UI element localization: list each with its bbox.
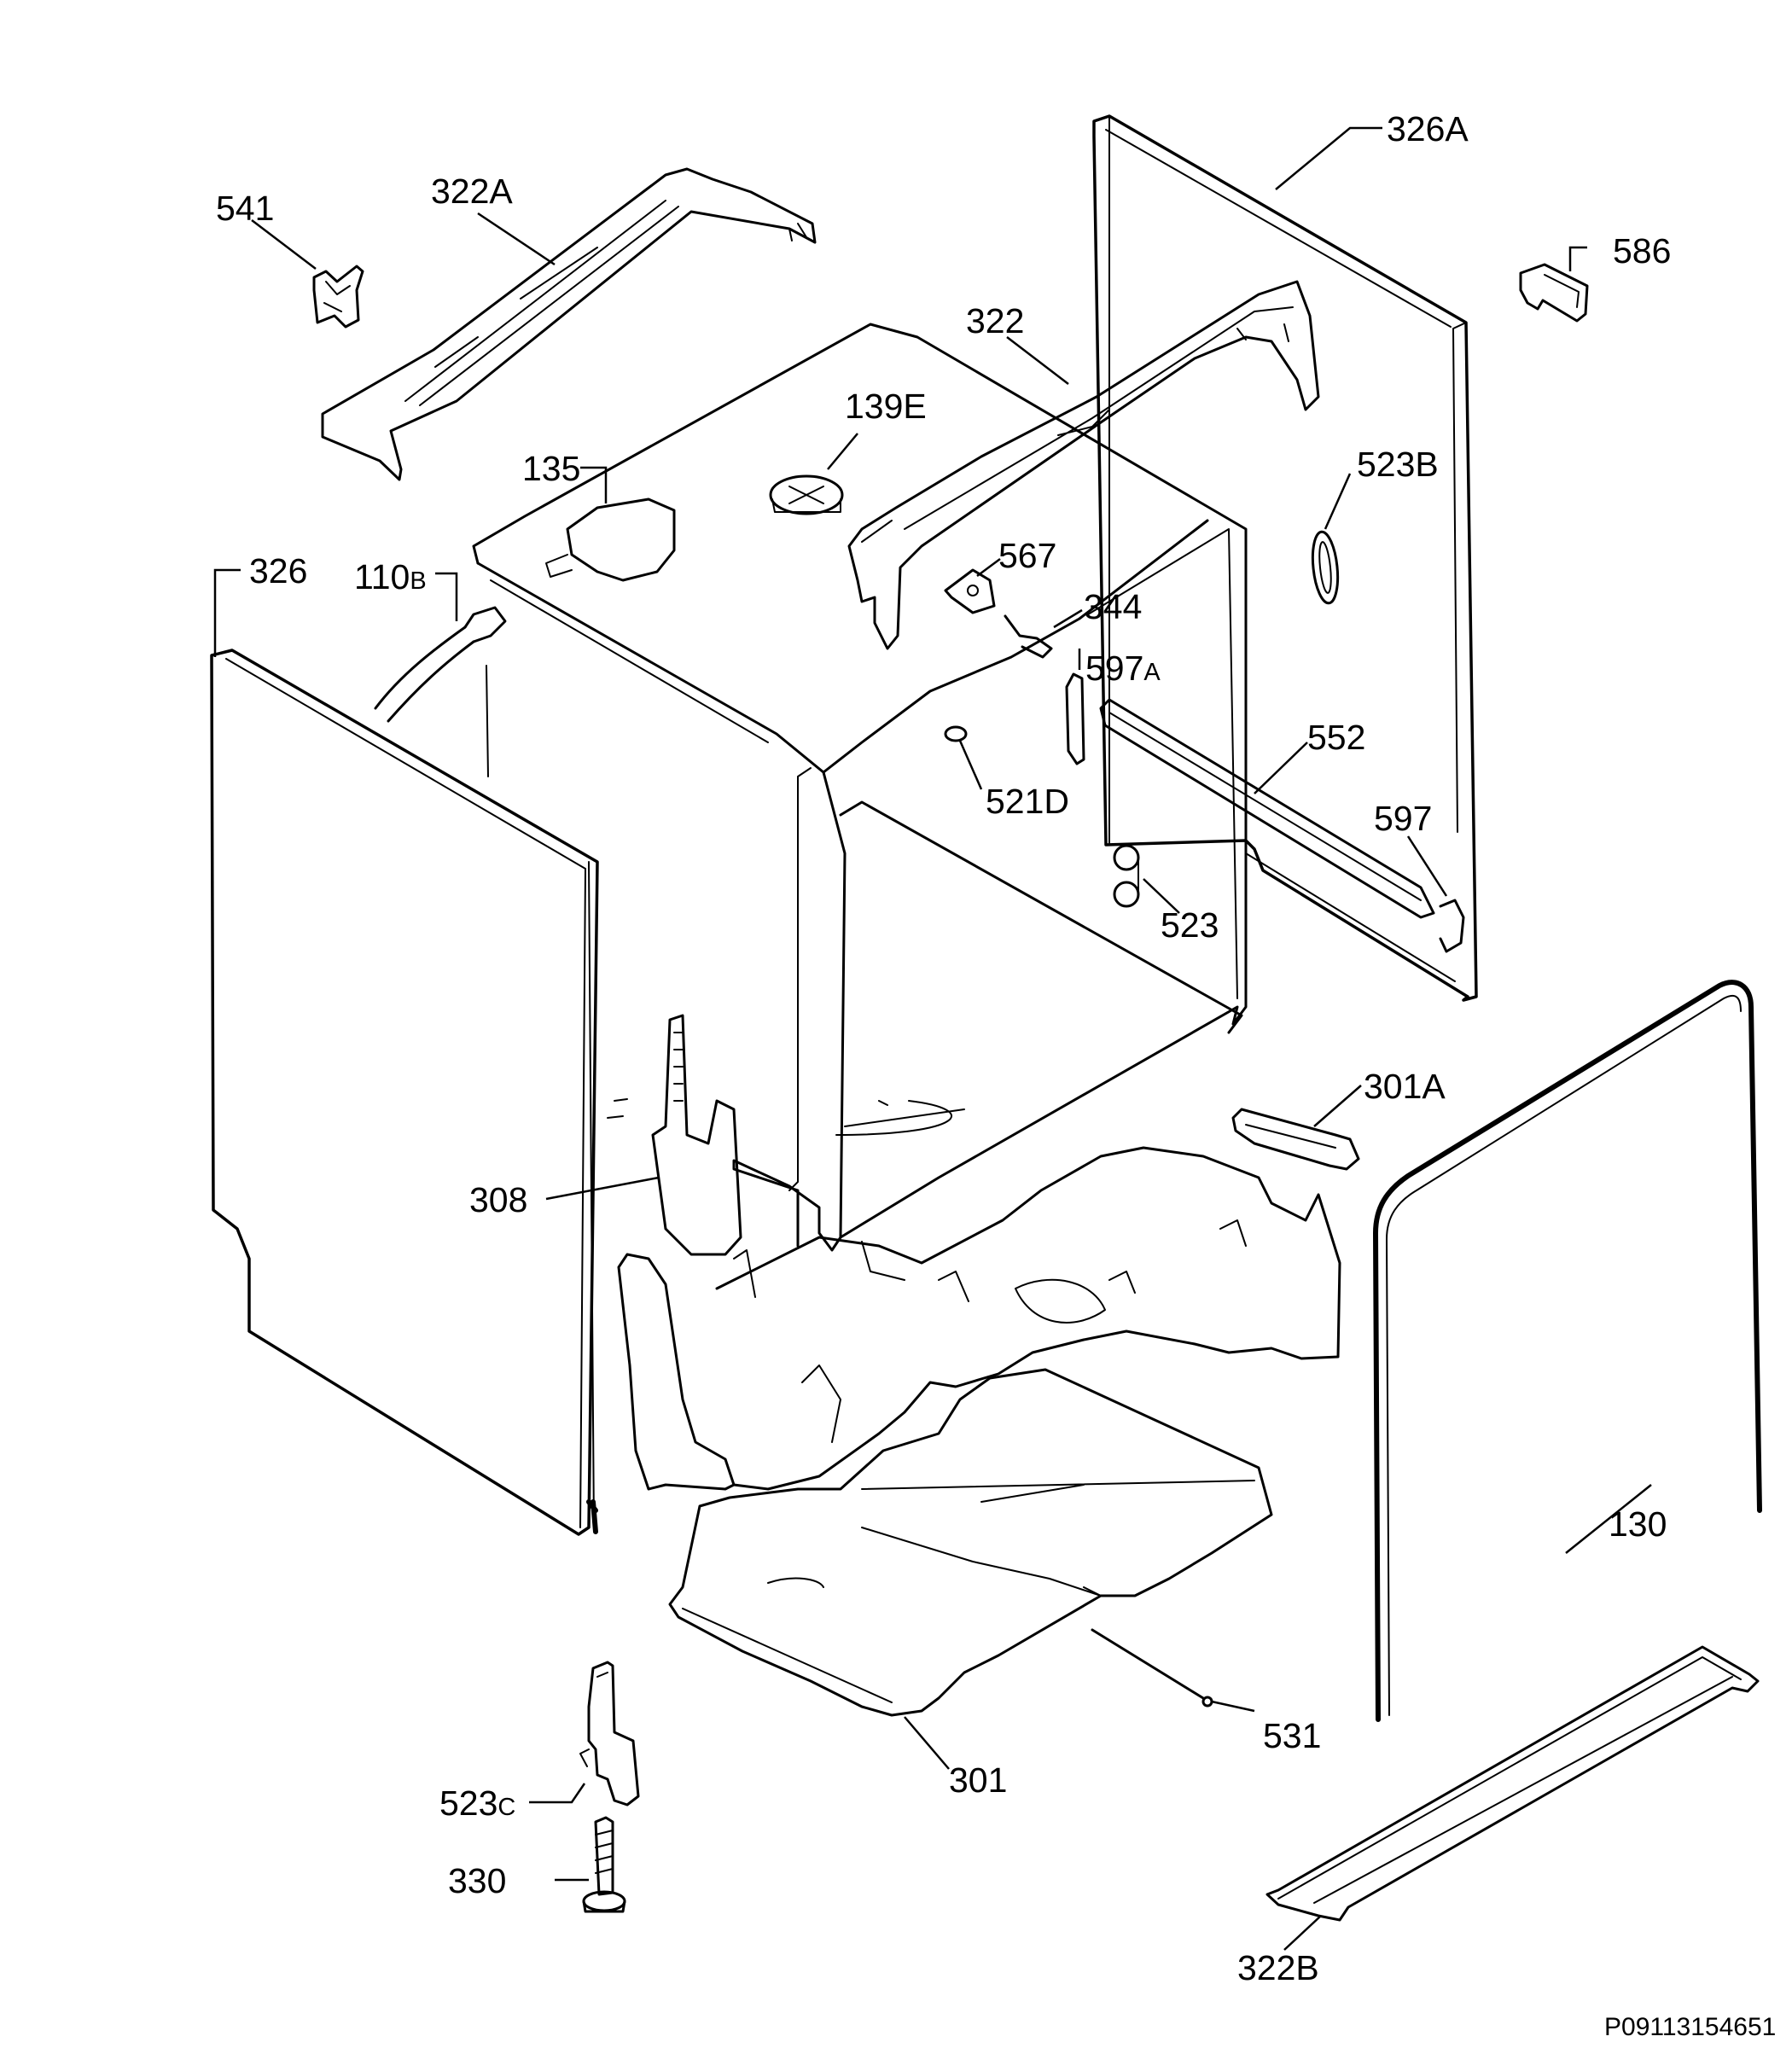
label-597a: 597A xyxy=(1085,649,1161,688)
label-597a-suffix: A xyxy=(1143,659,1161,686)
part-322-top-rail xyxy=(847,280,1320,650)
part-labels: 541 322A 326A 586 322 139E 135 523B 567 … xyxy=(216,109,1671,1987)
label-531: 531 xyxy=(1263,1716,1321,1755)
part-322b-bottom-rail xyxy=(1265,1645,1760,1922)
label-322: 322 xyxy=(966,301,1024,340)
part-tub xyxy=(472,323,1248,1252)
part-130-door-seal xyxy=(1373,980,1762,1722)
label-541: 541 xyxy=(216,189,274,228)
part-521d-nut xyxy=(944,725,968,742)
part-139e-cap xyxy=(769,474,844,515)
label-523: 523 xyxy=(1161,905,1219,945)
label-330: 330 xyxy=(448,1861,506,1900)
part-326-side-panel xyxy=(210,649,599,1536)
label-139e: 139E xyxy=(845,387,927,426)
label-523c: 523C xyxy=(439,1783,515,1823)
part-541-bracket xyxy=(312,265,364,329)
part-531-rod xyxy=(1091,1628,1213,1708)
label-130: 130 xyxy=(1609,1504,1667,1544)
label-110b: 110B xyxy=(354,557,427,596)
label-552: 552 xyxy=(1307,718,1365,757)
part-597-clip xyxy=(1439,899,1465,953)
part-308-hinge xyxy=(607,1014,742,1256)
label-110b-suffix: B xyxy=(410,567,426,595)
label-322a: 322A xyxy=(431,172,513,211)
label-523b: 523B xyxy=(1357,445,1439,484)
part-330-screw xyxy=(582,1816,626,1913)
label-344: 344 xyxy=(1084,587,1142,626)
leader-lines xyxy=(213,126,1652,1951)
part-322a-front-rail xyxy=(321,167,817,481)
part-301a-guide xyxy=(1231,1108,1360,1171)
part-344-wire xyxy=(1004,614,1053,659)
label-308: 308 xyxy=(469,1180,527,1219)
part-523-wheels xyxy=(1113,844,1140,908)
part-326a-side-panel xyxy=(1092,114,1478,1002)
label-110b-number: 110 xyxy=(354,557,410,596)
part-110b-hose xyxy=(374,606,507,777)
label-567: 567 xyxy=(998,536,1056,575)
label-523c-number: 523 xyxy=(439,1783,497,1823)
label-597a-number: 597 xyxy=(1085,649,1143,688)
label-521d: 521D xyxy=(986,782,1069,821)
label-523c-suffix: C xyxy=(497,1794,515,1821)
label-322b: 322B xyxy=(1237,1948,1319,1987)
part-301-base-tray xyxy=(668,1368,1273,1717)
part-523c-pivot xyxy=(579,1661,640,1807)
label-597: 597 xyxy=(1374,799,1432,838)
label-301: 301 xyxy=(949,1760,1007,1800)
part-552-bar xyxy=(1099,698,1435,919)
part-586-clip xyxy=(1519,263,1589,323)
part-567-clip xyxy=(944,568,996,614)
part-base xyxy=(617,1146,1341,1491)
label-135: 135 xyxy=(522,449,580,488)
part-597a-clip xyxy=(1065,672,1085,765)
label-301a: 301A xyxy=(1364,1067,1446,1106)
label-326a: 326A xyxy=(1387,109,1469,148)
diagram-code: P09113154651 xyxy=(1604,2013,1776,2041)
part-523b-seal xyxy=(1311,530,1340,605)
part-135-salt-cap xyxy=(545,497,676,582)
label-326: 326 xyxy=(249,551,307,591)
label-586: 586 xyxy=(1613,231,1671,271)
